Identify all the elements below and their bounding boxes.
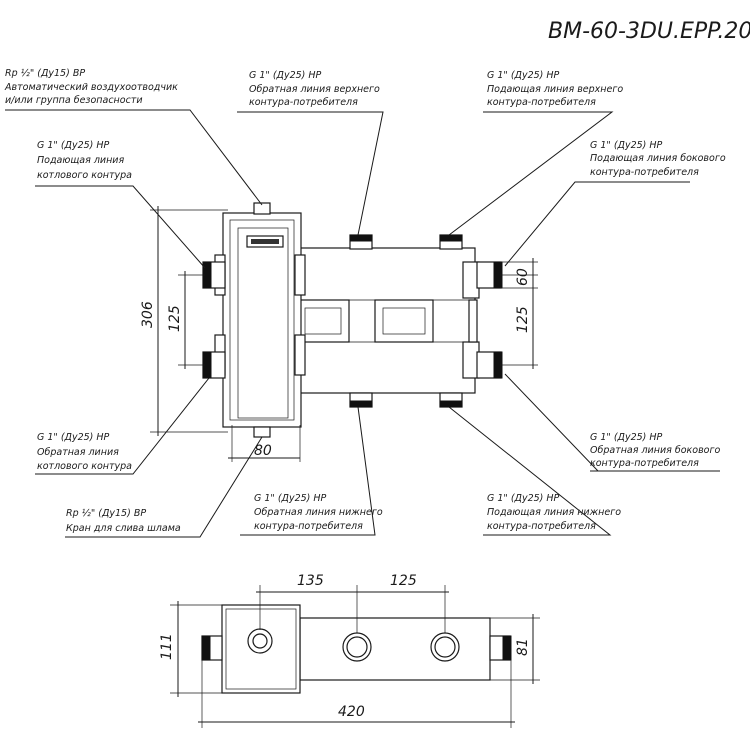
svg-text:Обратная линия нижнего: Обратная линия нижнего	[254, 507, 383, 518]
svg-text:G 1" (Ду25) НР: G 1" (Ду25) НР	[37, 432, 110, 443]
svg-text:Кран для слива шлама: Кран для слива шлама	[66, 523, 181, 534]
svg-text:Rp ½" (Ду15) ВР: Rp ½" (Ду15) ВР	[5, 68, 85, 79]
svg-text:G 1" (Ду25) НР: G 1" (Ду25) НР	[590, 140, 663, 151]
model-title: BM-60-3DU.EPP.20	[548, 19, 750, 44]
svg-text:Подающая линия: Подающая линия	[37, 155, 124, 166]
dim-420: 420	[338, 704, 365, 720]
label-boiler-return: G 1" (Ду25) НР Обратная линия котлового …	[37, 432, 132, 472]
collector-window-1	[296, 299, 350, 343]
top-view	[201, 604, 512, 694]
svg-text:G 1" (Ду25) НР: G 1" (Ду25) НР	[487, 493, 560, 504]
dim-125-right: 125	[515, 306, 531, 333]
label-bottom-return: G 1" (Ду25) НР Обратная линия нижнего ко…	[254, 493, 383, 532]
svg-text:G 1" (Ду25) НР: G 1" (Ду25) НР	[590, 432, 663, 443]
dim-135: 135	[297, 573, 324, 589]
label-top-supply: G 1" (Ду25) НР Подающая линия верхнего к…	[487, 70, 623, 108]
svg-text:G 1" (Ду25) НР: G 1" (Ду25) НР	[37, 140, 110, 151]
svg-text:Подающая линия нижнего: Подающая линия нижнего	[487, 507, 621, 518]
dim-125-left: 125	[167, 305, 183, 332]
svg-text:Rp ½" (Ду15) ВР: Rp ½" (Ду15) ВР	[66, 508, 146, 519]
label-side-return: G 1" (Ду25) НР Обратная линия бокового к…	[590, 432, 720, 469]
front-dimensions: 306 125 80 60 125	[140, 206, 538, 462]
drain-port	[253, 426, 271, 438]
dim-81: 81	[515, 638, 531, 656]
top-view-dimensions: 135 125 111 81 420	[159, 573, 540, 728]
svg-text:Обратная линия верхнего: Обратная линия верхнего	[249, 84, 380, 95]
label-bottom-supply: G 1" (Ду25) НР Подающая линия нижнего ко…	[487, 493, 621, 532]
label-top-return: G 1" (Ду25) НР Обратная линия верхнего к…	[249, 70, 380, 108]
svg-text:G 1" (Ду25) НР: G 1" (Ду25) НР	[254, 493, 327, 504]
svg-text:котлового контура: котлового контура	[37, 170, 132, 181]
svg-text:котлового контура: котлового контура	[37, 461, 132, 472]
svg-text:Обратная линия: Обратная линия	[37, 447, 119, 458]
svg-text:контура-потребителя: контура-потребителя	[487, 521, 596, 532]
svg-text:контура-потребителя: контура-потребителя	[590, 458, 699, 469]
svg-text:контура-потребителя: контура-потребителя	[590, 167, 699, 178]
svg-text:G 1" (Ду25) НР: G 1" (Ду25) НР	[487, 70, 560, 81]
leader-lines	[5, 109, 720, 538]
svg-text:контура-потребителя: контура-потребителя	[249, 97, 358, 108]
dim-306: 306	[140, 301, 156, 328]
dim-111: 111	[159, 633, 175, 660]
svg-text:Автоматический воздухоотводчик: Автоматический воздухоотводчик	[4, 82, 178, 93]
dim-125-bottom: 125	[390, 573, 417, 589]
dim-60: 60	[515, 268, 531, 286]
svg-text:Обратная линия бокового: Обратная линия бокового	[590, 445, 720, 456]
label-boiler-supply: G 1" (Ду25) НР Подающая линия котлового …	[37, 140, 132, 181]
label-drain: Rp ½" (Ду15) ВР Кран для слива шлама	[66, 508, 181, 534]
air-vent-port	[253, 202, 271, 215]
front-view	[202, 202, 503, 438]
label-air-vent: Rp ½" (Ду15) ВР Автоматический воздухоот…	[4, 68, 178, 106]
collector-window-2	[374, 299, 434, 343]
label-side-supply: G 1" (Ду25) НР Подающая линия бокового к…	[590, 140, 726, 178]
svg-text:и/или группа безопасности: и/или группа безопасности	[5, 95, 143, 106]
svg-text:контура-потребителя: контура-потребителя	[487, 97, 596, 108]
svg-text:G 1" (Ду25) НР: G 1" (Ду25) НР	[249, 70, 322, 81]
dim-80: 80	[254, 443, 272, 459]
svg-text:контура-потребителя: контура-потребителя	[254, 521, 363, 532]
top-view-bar	[299, 617, 491, 681]
svg-text:Подающая линия бокового: Подающая линия бокового	[590, 153, 726, 164]
svg-text:Подающая линия верхнего: Подающая линия верхнего	[487, 84, 623, 95]
